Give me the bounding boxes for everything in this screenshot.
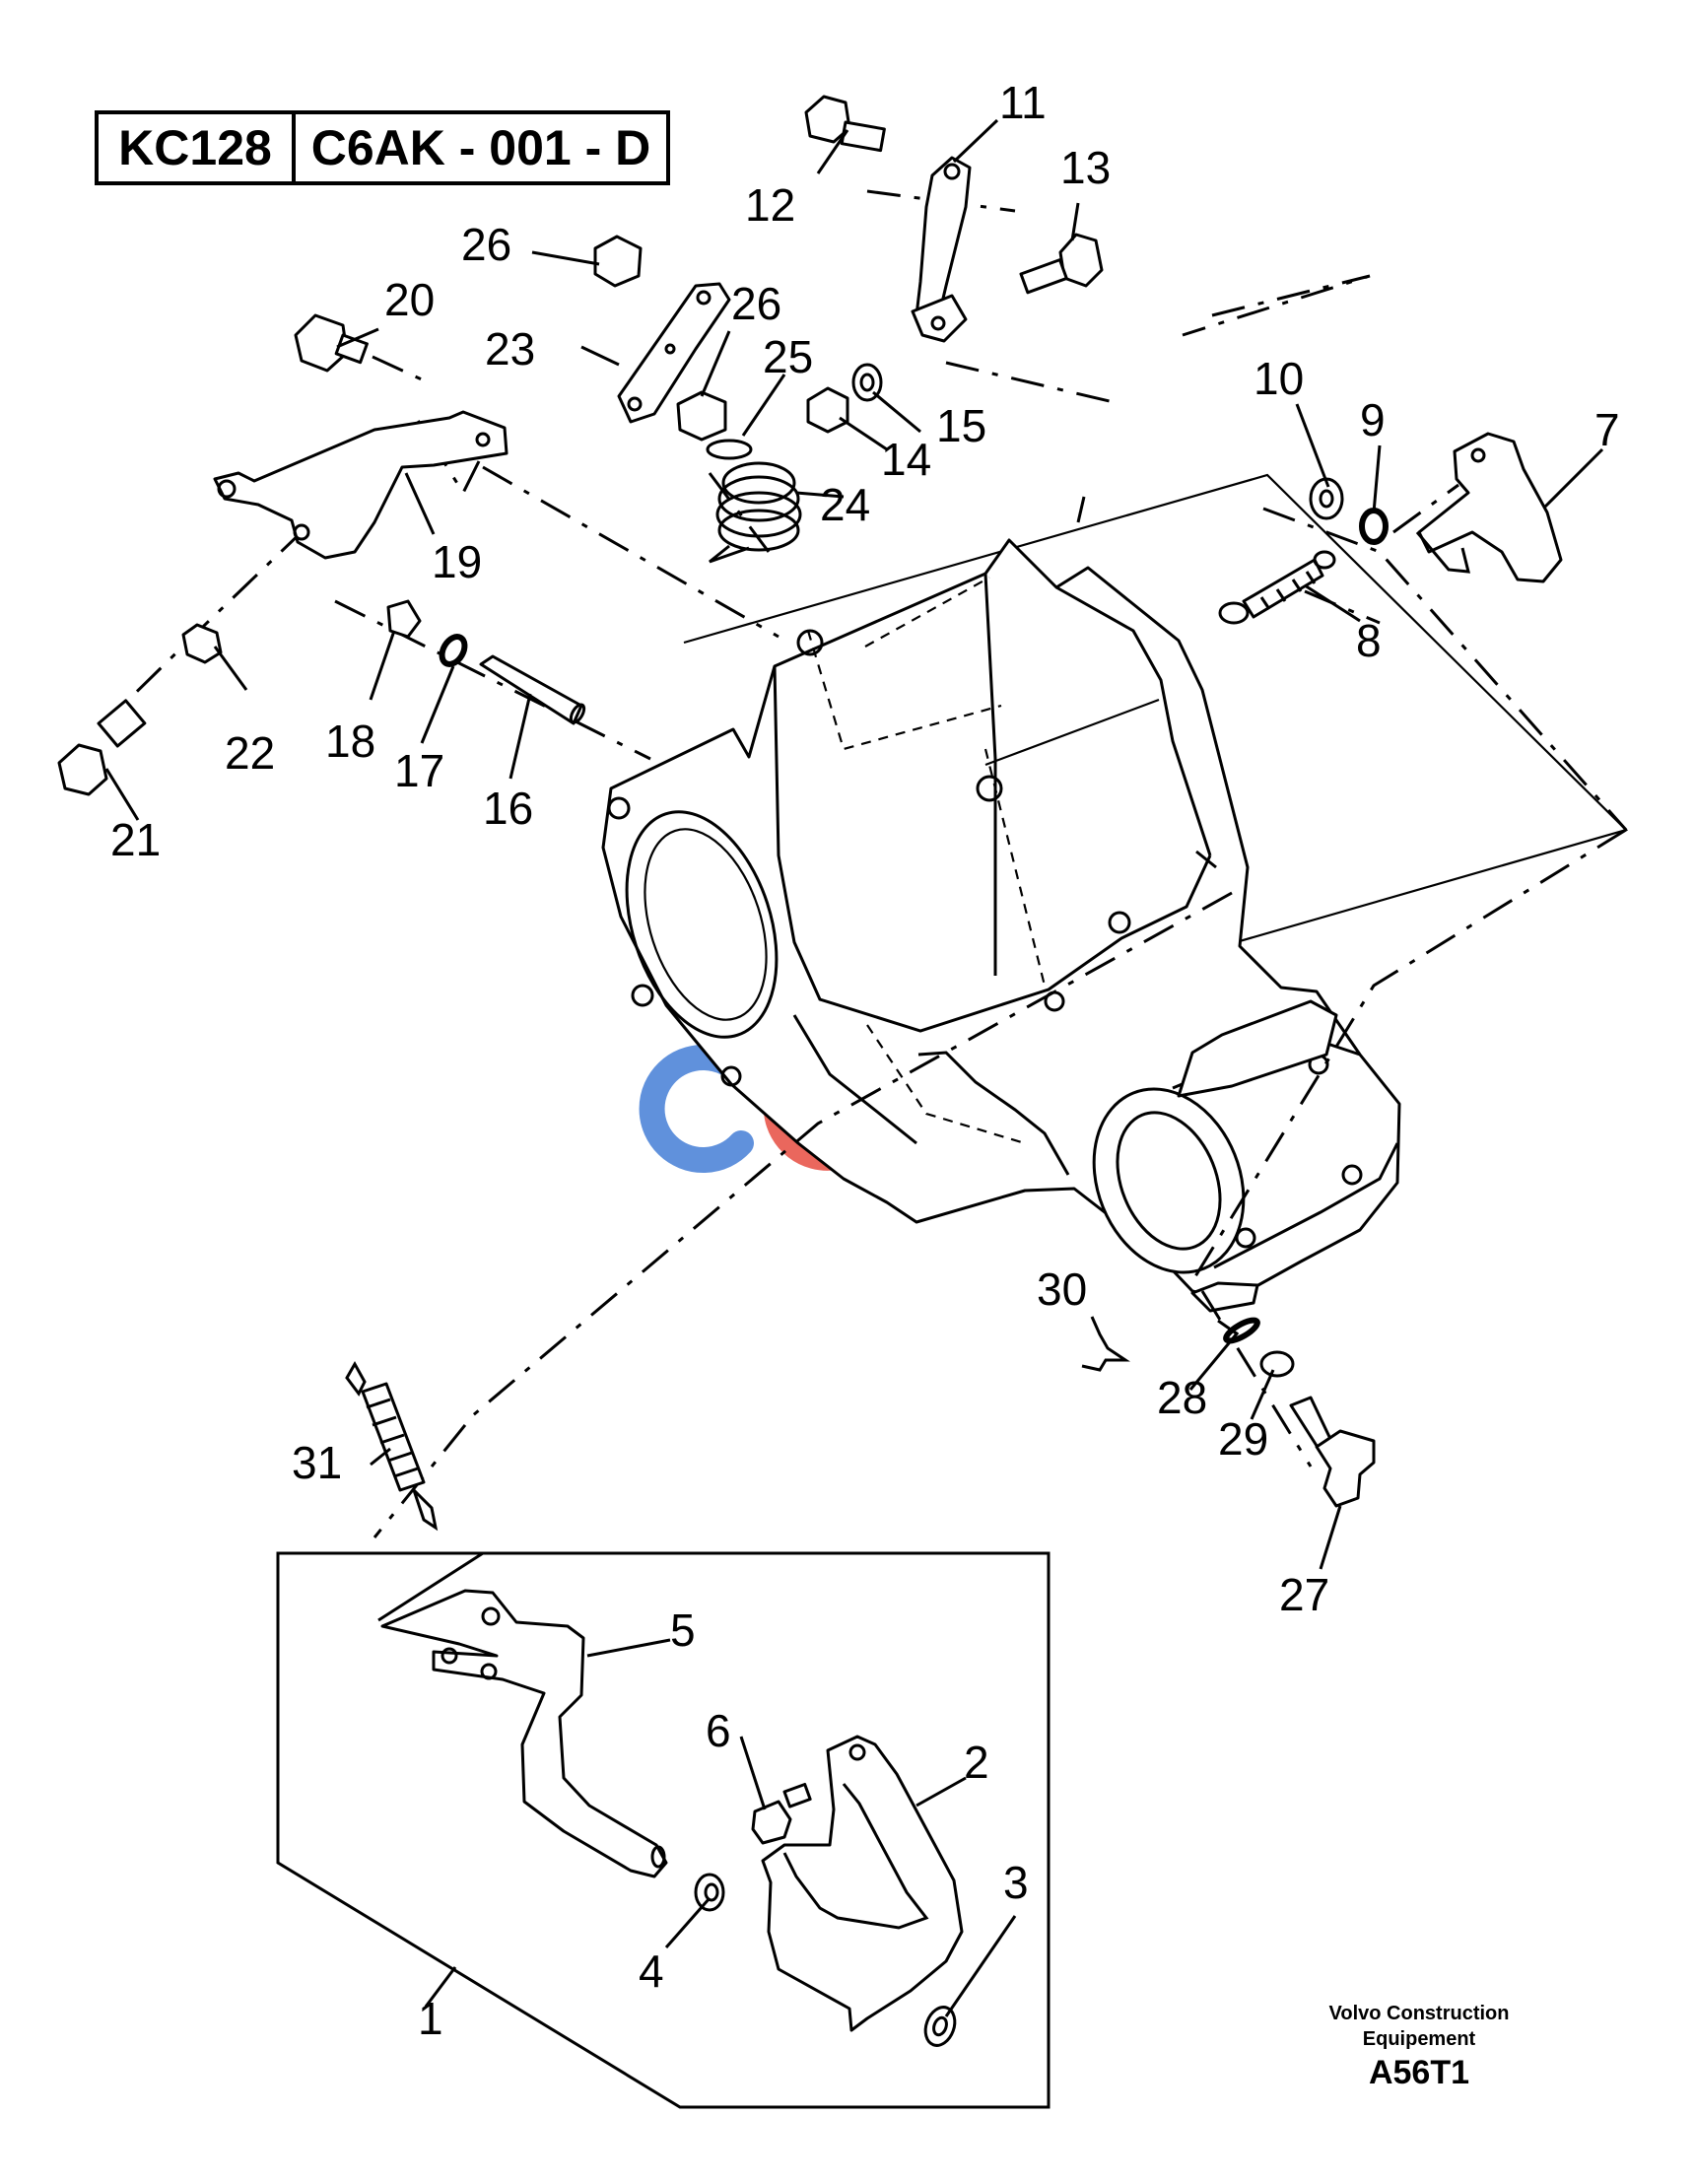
part-29-washer	[1259, 1350, 1295, 1378]
part-26-nut-upper	[593, 235, 643, 288]
callout-28: 28	[1157, 1372, 1207, 1423]
callout-29: 29	[1218, 1413, 1268, 1465]
callout-9: 9	[1360, 394, 1386, 445]
callout-26-lower: 26	[731, 278, 781, 329]
part-25-washer	[706, 439, 753, 460]
callout-17: 17	[394, 745, 444, 796]
callout-27: 27	[1279, 1569, 1329, 1620]
header-reference: C6AK - 001 - D	[310, 120, 651, 175]
header-code: KC128	[99, 114, 296, 181]
header-reference-box: KC128 C6AK - 001 - D	[95, 110, 670, 185]
callout-23: 23	[485, 323, 535, 375]
callout-13: 13	[1060, 142, 1111, 193]
footer-brand: Volvo Construction Equipement	[1271, 2001, 1567, 2052]
part-16-pin	[479, 654, 586, 725]
callout-20: 20	[384, 274, 435, 325]
part-24-spring	[709, 461, 802, 564]
drawing-id: A56T1	[1368, 2054, 1470, 2091]
part-6-bolt	[751, 1782, 812, 1845]
part-14-nut	[806, 386, 849, 434]
part-12-bolt	[804, 95, 886, 153]
part-8-spring	[1218, 550, 1336, 625]
callout-21: 21	[110, 814, 161, 865]
clutch-housing	[601, 473, 1629, 1313]
part-9-ring	[1359, 508, 1389, 545]
part-3-washer	[923, 2006, 957, 2047]
callout-6: 6	[706, 1705, 731, 1756]
part-19-bracket	[213, 410, 508, 560]
callout-22: 22	[225, 727, 275, 779]
callout-2: 2	[964, 1737, 989, 1788]
part-31-spring	[345, 1360, 439, 1532]
callout-11: 11	[999, 77, 1047, 128]
part-2-pedal-lever	[761, 1735, 964, 2032]
callout-10: 10	[1254, 353, 1304, 404]
callout-30: 30	[1037, 1263, 1087, 1315]
callout-14: 14	[881, 434, 931, 485]
part-11-rod	[911, 156, 972, 343]
part-4-washer	[694, 1873, 725, 1912]
part-17-washer	[439, 634, 468, 667]
callout-7: 7	[1594, 404, 1620, 455]
callout-31: 31	[292, 1437, 342, 1488]
part-5-bracket	[380, 1589, 668, 1878]
part-13-bolt	[1019, 233, 1104, 295]
callout-8: 8	[1356, 615, 1382, 666]
leader-lines	[104, 118, 1604, 2017]
callout-3: 3	[1003, 1857, 1029, 1908]
callout-18: 18	[325, 716, 375, 767]
part-26-nut-lower	[676, 390, 727, 442]
part-27-bolt	[1289, 1396, 1376, 1508]
subassembly-1-frame	[276, 1551, 1051, 2109]
callout-15: 15	[936, 400, 986, 451]
callout-1: 1	[418, 1993, 443, 2044]
part-7-lever	[1415, 432, 1563, 583]
callout-4: 4	[639, 1945, 664, 1997]
part-20-bolt	[294, 313, 425, 382]
callout-12: 12	[745, 179, 795, 231]
footer-brand-line1: Volvo Construction	[1328, 2003, 1510, 2024]
part-30-pin	[1081, 1316, 1130, 1372]
footer-brand-line2: Equipement	[1362, 2028, 1476, 2050]
callout-16: 16	[483, 783, 533, 834]
callout-5: 5	[670, 1604, 696, 1656]
callout-25: 25	[763, 331, 813, 382]
callout-26-upper: 26	[461, 219, 511, 270]
part-28-washer	[1223, 1317, 1260, 1344]
callout-19: 19	[432, 536, 482, 587]
part-21-bolt	[57, 699, 147, 796]
callouts: 1 2 3 4 5 6 7 8 9 10 11 12 13 14 15 16 1…	[110, 77, 1620, 2044]
part-18-clip	[386, 599, 422, 639]
part-22-nut	[181, 623, 223, 664]
callout-24: 24	[820, 479, 870, 530]
part-23-plate	[617, 282, 731, 424]
